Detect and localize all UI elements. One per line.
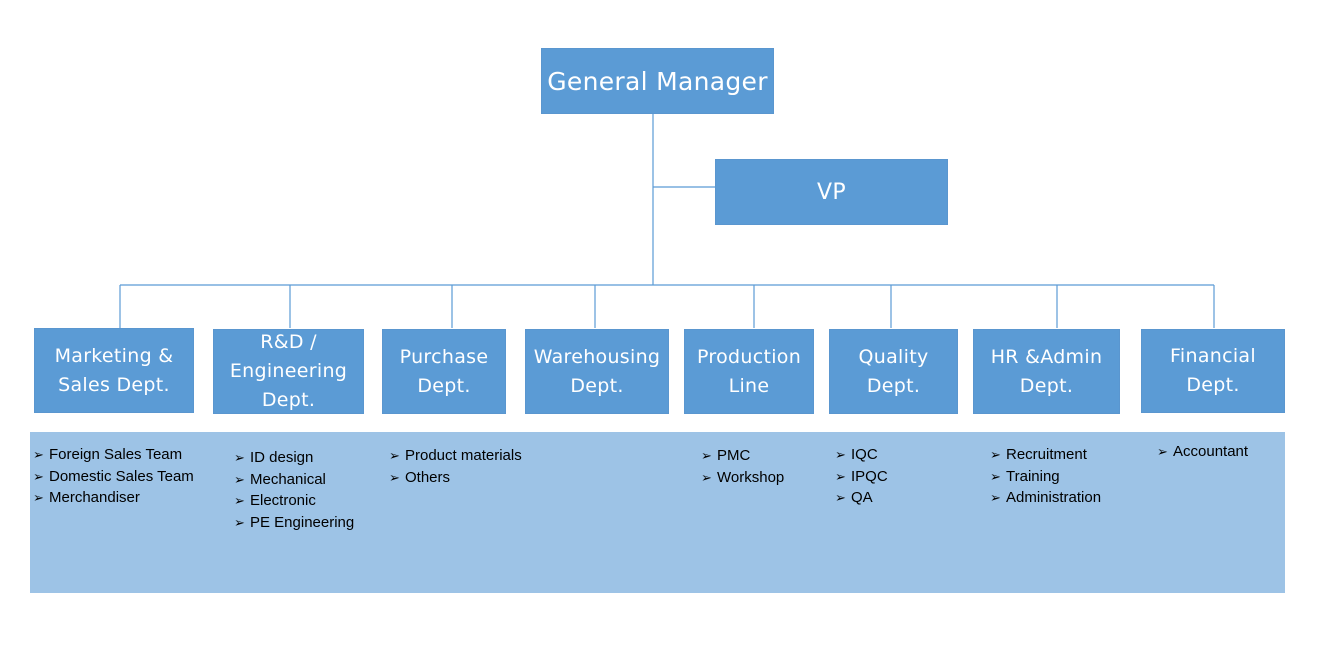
list-item: ➢Merchandiser: [33, 487, 194, 509]
dept-label: Warehousing Dept.: [533, 345, 661, 397]
list-item: ➢PMC: [701, 445, 784, 467]
arrow-bullet-icon: ➢: [234, 493, 245, 508]
list-item: ➢Recruitment: [990, 444, 1101, 466]
arrow-bullet-icon: ➢: [701, 469, 712, 485]
list-item: ➢Electronic: [234, 490, 354, 512]
list-item: ➢Workshop: [701, 467, 784, 489]
dept-box-purchase: Purchase Dept.: [382, 329, 506, 414]
dept-box-hr-admin: HR &Admin Dept.: [973, 329, 1120, 414]
arrow-bullet-icon: ➢: [33, 468, 44, 484]
sub-units-band: [30, 432, 1285, 593]
arrow-bullet-icon: ➢: [33, 447, 44, 462]
arrow-bullet-icon: ➢: [234, 450, 245, 465]
dept-label: Purchase Dept.: [399, 345, 489, 397]
arrow-bullet-icon: ➢: [1157, 444, 1168, 459]
dept-label: Quality Dept.: [858, 345, 929, 397]
arrow-bullet-icon: ➢: [234, 471, 245, 487]
dept-box-rd-engineering: R&D / Engineering Dept.: [213, 329, 364, 414]
general-manager-label: General Manager: [547, 66, 768, 96]
arrow-bullet-icon: ➢: [835, 490, 846, 505]
arrow-bullet-icon: ➢: [33, 490, 44, 505]
list-item: ➢Product materials: [389, 445, 522, 467]
arrow-bullet-icon: ➢: [835, 468, 846, 484]
list-item: ➢IPQC: [835, 466, 888, 488]
arrow-bullet-icon: ➢: [389, 448, 400, 463]
sub-list-quality: ➢IQC ➢IPQC ➢QA: [835, 444, 888, 509]
dept-label: Production Line: [696, 345, 802, 397]
list-item: ➢Administration: [990, 487, 1101, 509]
arrow-bullet-icon: ➢: [990, 468, 1001, 484]
dept-box-marketing-sales: Marketing & Sales Dept.: [34, 328, 194, 413]
list-item: ➢Accountant: [1157, 441, 1248, 463]
list-item: ➢PE Engineering: [234, 512, 354, 534]
sub-list-hr-admin: ➢Recruitment ➢Training ➢Administration: [990, 444, 1101, 509]
dept-box-production-line: Production Line: [684, 329, 814, 414]
dept-label: Marketing & Sales Dept.: [54, 344, 174, 396]
list-item: ➢Training: [990, 466, 1101, 488]
list-item: ➢ID design: [234, 447, 354, 469]
arrow-bullet-icon: ➢: [701, 448, 712, 463]
arrow-bullet-icon: ➢: [389, 469, 400, 485]
arrow-bullet-icon: ➢: [990, 447, 1001, 462]
arrow-bullet-icon: ➢: [990, 490, 1001, 505]
dept-box-warehousing: Warehousing Dept.: [525, 329, 669, 414]
list-item: ➢Foreign Sales Team: [33, 444, 194, 466]
arrow-bullet-icon: ➢: [234, 514, 245, 530]
list-item: ➢Mechanical: [234, 469, 354, 491]
dept-box-financial: Financial Dept.: [1141, 329, 1285, 413]
sub-list-production-line: ➢PMC ➢Workshop: [701, 445, 784, 488]
list-item: ➢QA: [835, 487, 888, 509]
dept-label: Financial Dept.: [1170, 345, 1256, 396]
list-item: ➢Domestic Sales Team: [33, 466, 194, 488]
vp-label: VP: [817, 179, 846, 205]
dept-label: HR &Admin Dept.: [990, 345, 1103, 397]
sub-list-marketing-sales: ➢Foreign Sales Team ➢Domestic Sales Team…: [33, 444, 194, 509]
sub-list-rd-engineering: ➢ID design ➢Mechanical ➢Electronic ➢PE E…: [234, 447, 354, 533]
vp-box: VP: [715, 159, 948, 225]
sub-list-financial: ➢Accountant: [1157, 441, 1248, 463]
dept-label: R&D / Engineering Dept.: [229, 331, 348, 411]
sub-list-purchase: ➢Product materials ➢Others: [389, 445, 522, 488]
general-manager-box: General Manager: [541, 48, 774, 114]
list-item: ➢IQC: [835, 444, 888, 466]
list-item: ➢Others: [389, 467, 522, 489]
dept-box-quality: Quality Dept.: [829, 329, 958, 414]
arrow-bullet-icon: ➢: [835, 447, 846, 462]
